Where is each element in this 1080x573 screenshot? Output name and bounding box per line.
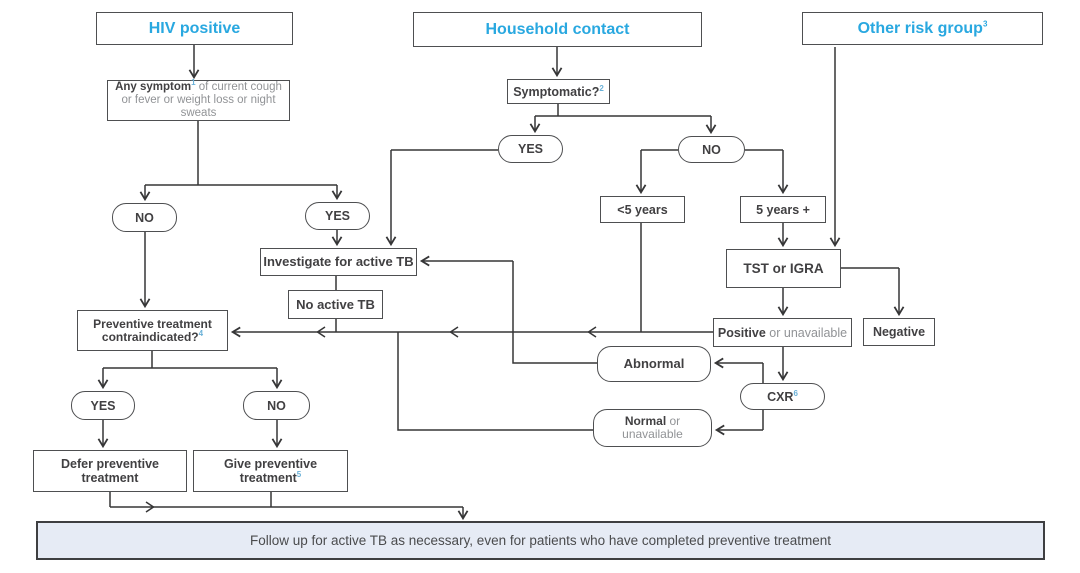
- header-other-label: Other risk group3: [857, 19, 988, 37]
- abnormal-label: Abnormal: [623, 356, 685, 371]
- symptomatic-label: Symptomatic?2: [513, 83, 604, 99]
- any-symptom-text: Any symptom1 of current cough or fever o…: [115, 78, 282, 119]
- header-hiv-positive: HIV positive: [96, 12, 293, 45]
- node-symptomatic: Symptomatic?2: [507, 79, 610, 104]
- negative-label: Negative: [872, 325, 926, 339]
- no-label: NO: [267, 398, 286, 413]
- node-normal-or-unavailable: Normal or unavailable: [593, 409, 712, 447]
- node-under-5-years: <5 years: [600, 196, 685, 223]
- followup-banner: Follow up for active TB as necessary, ev…: [36, 521, 1045, 560]
- node-yes-hiv: YES: [305, 202, 370, 230]
- node-no-contraindicated: NO: [243, 391, 310, 420]
- yes-label: YES: [90, 398, 116, 413]
- node-tst-or-igra: TST or IGRA: [726, 249, 841, 288]
- give-line2: treatment5: [239, 469, 302, 485]
- node-5-years-plus: 5 years +: [740, 196, 826, 223]
- over5-label: 5 years +: [756, 202, 810, 217]
- yes-label: YES: [324, 209, 350, 223]
- node-any-symptom: Any symptom1 of current cough or fever o…: [107, 78, 290, 121]
- node-cxr: CXR6: [740, 383, 825, 410]
- node-yes-contraindicated: YES: [71, 391, 135, 420]
- node-investigate-active-tb: Investigate for active TB: [260, 248, 417, 276]
- header-hiv-label: HIV positive: [148, 19, 241, 37]
- investigate-label: Investigate for active TB: [263, 254, 414, 269]
- no-label: NO: [135, 210, 154, 225]
- node-preventive-contraindicated: Preventive treatment contraindicated?4: [77, 310, 228, 351]
- cxr-label: CXR6: [767, 388, 798, 404]
- positive-label: Positive or unavailable: [717, 325, 848, 340]
- node-negative: Negative: [863, 318, 935, 346]
- node-give-treatment: Give preventive treatment5: [193, 450, 348, 492]
- defer-line1: Defer preventive: [61, 457, 159, 471]
- normal-line1: Normal or: [624, 414, 681, 428]
- node-no-symptomatic: NO: [678, 136, 745, 163]
- node-abnormal: Abnormal: [597, 346, 711, 382]
- give-line1: Give preventive: [223, 457, 318, 471]
- contraindicated-line2: contraindicated?4: [101, 328, 204, 344]
- header-household-contact: Household contact: [413, 12, 702, 47]
- node-yes-symptomatic: YES: [498, 135, 563, 163]
- no-label: NO: [702, 142, 721, 157]
- followup-text: Follow up for active TB as necessary, ev…: [249, 532, 832, 548]
- normal-line2: unavailable: [622, 427, 683, 441]
- yes-label: YES: [517, 142, 543, 156]
- header-other-risk-group: Other risk group3: [802, 12, 1043, 45]
- no-active-tb-label: No active TB: [296, 296, 375, 312]
- defer-line2: treatment: [81, 471, 139, 485]
- node-no-active-tb: No active TB: [288, 290, 383, 319]
- contraindicated-line1: Preventive treatment: [93, 316, 212, 331]
- header-household-label: Household contact: [485, 20, 630, 38]
- node-positive-or-unavailable: Positive or unavailable: [713, 318, 852, 347]
- under5-label: <5 years: [617, 202, 668, 217]
- node-defer-treatment: Defer preventive treatment: [33, 450, 187, 492]
- node-no-hiv: NO: [112, 203, 177, 232]
- tst-label: TST or IGRA: [743, 260, 824, 276]
